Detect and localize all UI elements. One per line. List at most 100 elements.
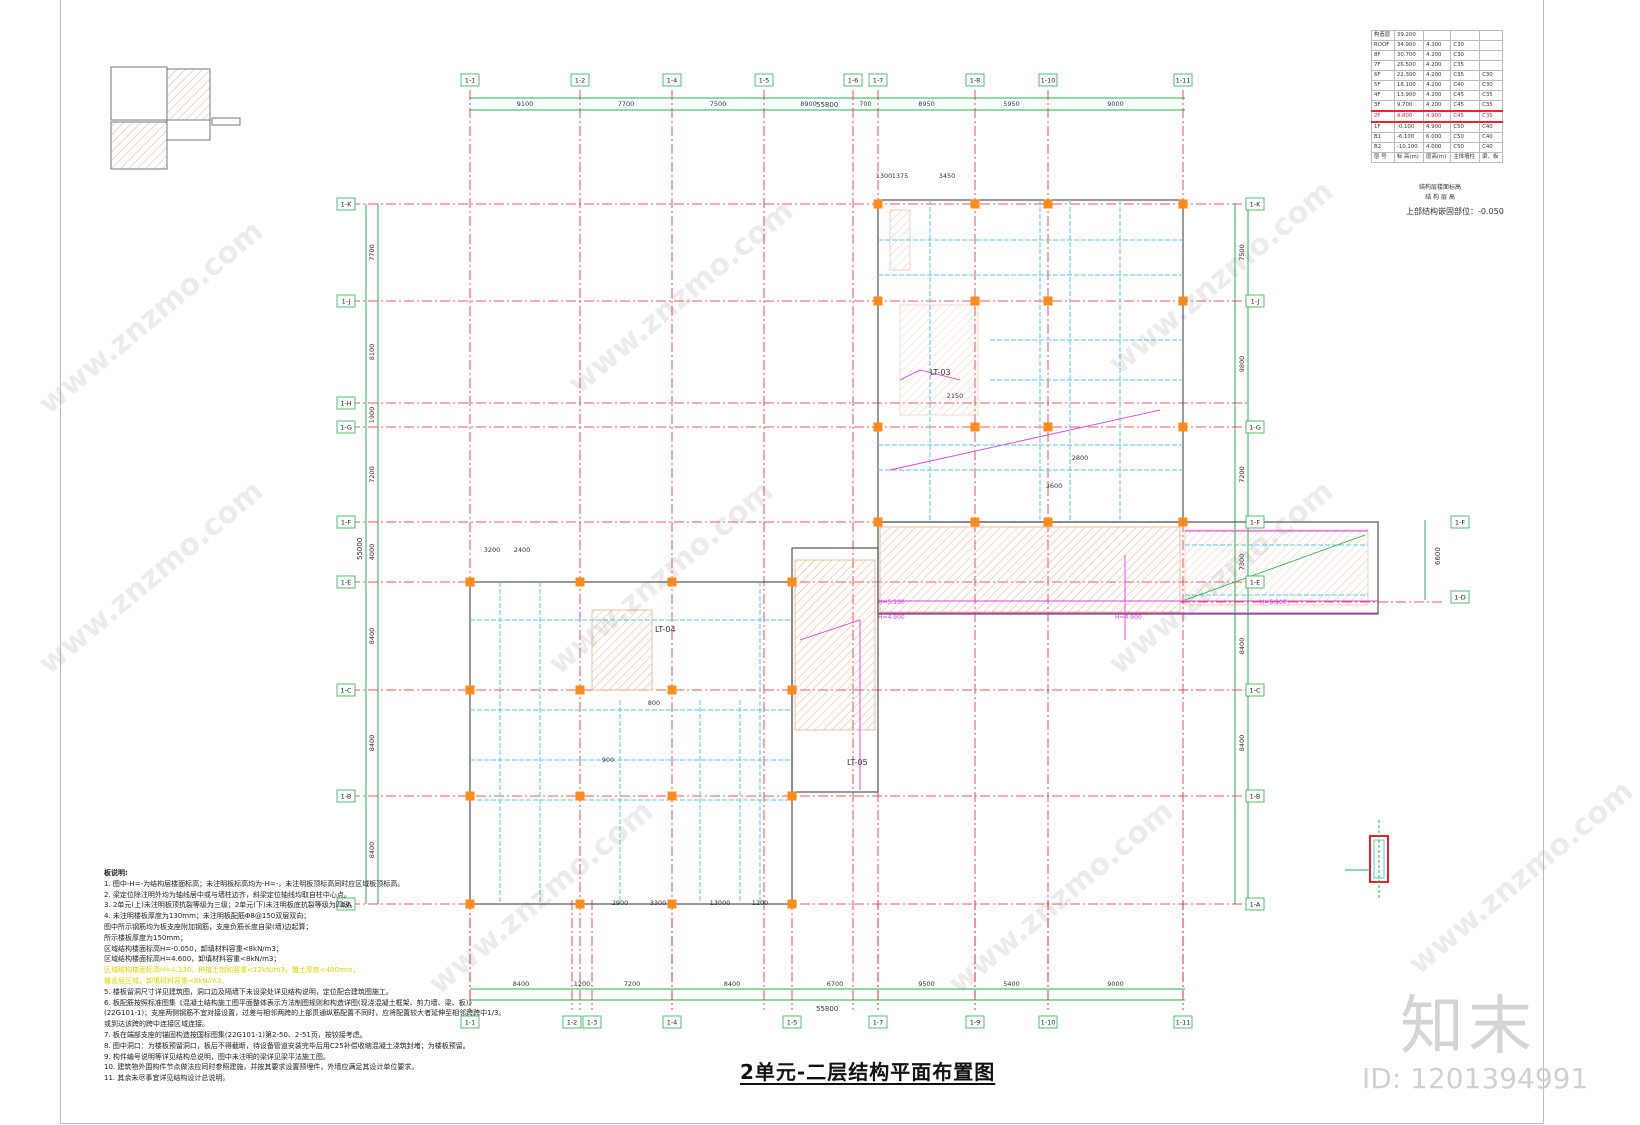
level-cell: -0.100 — [1393, 121, 1425, 133]
level-cell: 4.300 — [1423, 40, 1452, 51]
axis-bubble — [1245, 897, 1265, 911]
column — [667, 577, 677, 587]
elevation-label: H=4.900 — [878, 614, 905, 621]
axis-bubble — [1038, 73, 1058, 87]
notes-heading: 板说明: — [104, 869, 128, 877]
axis-bubble — [1245, 515, 1265, 529]
axis-label: 1-4 — [667, 1019, 678, 1027]
level-cell: 26.500 — [1393, 60, 1425, 71]
axis-label: 1-A — [1250, 901, 1261, 909]
axis-bubble — [1245, 683, 1265, 697]
level-cell: C35 — [1479, 100, 1503, 112]
axis-label: 1-C — [340, 687, 351, 695]
plan-title: 2单元-二层结构平面布置图 — [740, 1060, 996, 1084]
axis-label: 1-J — [1251, 298, 1260, 306]
column — [787, 577, 797, 587]
axis-bubble — [336, 396, 356, 410]
column — [465, 899, 475, 909]
axis-label: 1-G — [1249, 424, 1261, 432]
level-cell: B2 — [1371, 142, 1395, 153]
elevation-label: H=5.100 — [1260, 599, 1287, 606]
axis-bubble — [868, 1015, 888, 1029]
level-cell: 4.200 — [1423, 60, 1452, 71]
axis-label: 1-4 — [667, 77, 678, 85]
axis-label: 1-11 — [1176, 1019, 1191, 1027]
axis-label: 1-J — [342, 298, 351, 306]
dimension-text: 8400 — [368, 735, 376, 752]
level-cell: 4F — [1371, 90, 1395, 101]
axis-label: 1-1 — [465, 1019, 476, 1027]
column — [1043, 422, 1053, 432]
beams — [470, 200, 1368, 904]
note-line: 区域结构楼面标高H=-0.050，卸填材料容重<8kN/m3； — [104, 944, 283, 953]
dimension-text: 1900 — [368, 407, 376, 424]
sheet-border — [60, 0, 1544, 1124]
note-line: 或到达该跨的跨中连接区域连接。 — [104, 1020, 209, 1029]
dimension-text: 2400 — [514, 546, 531, 554]
level-cell — [1479, 60, 1503, 71]
slab-notes: 板说明: 1. 图中-H=-为结构层楼面标高；未注明板标高均为-H=-，未注明板… — [104, 868, 505, 1084]
axis-label: 1-7 — [873, 77, 884, 85]
level-cell: 39.200 — [1393, 30, 1425, 41]
dimension-text: 900 — [602, 756, 614, 764]
level-cell: 9.700 — [1393, 100, 1425, 112]
axis-label: 1-3 — [587, 1019, 598, 1027]
level-cell: C30 — [1479, 80, 1503, 91]
level-cell — [1450, 30, 1481, 41]
axis-label: 1-1 — [465, 77, 476, 85]
column — [1178, 296, 1188, 306]
key-plan — [110, 66, 241, 170]
dimension-text: 9000 — [1107, 100, 1124, 108]
axis-label: 1-10 — [1041, 1019, 1056, 1027]
note-line: 区域结构楼面标高H=4.330，种植土饱和容重<12kN/m3，覆土厚度<400… — [104, 966, 360, 975]
axis-label: 1-11 — [1176, 77, 1191, 85]
dimension-text: 6700 — [827, 980, 844, 988]
embed-note: 上部结构嵌固部位：-0.050 — [1406, 207, 1504, 216]
level-cell: C40 — [1479, 132, 1503, 143]
image-id: ID: 1201394991 — [1362, 1062, 1589, 1095]
axis-label: 1-A — [341, 901, 352, 909]
axis-label: 1-F — [1455, 519, 1465, 527]
dimension-text: 8400 — [368, 842, 376, 859]
column — [970, 517, 980, 527]
level-header-cell: 主体墙柱 — [1450, 152, 1481, 163]
axis-bubble — [336, 420, 356, 434]
level-cell: 4.200 — [1423, 100, 1452, 112]
axis-bubble — [1245, 789, 1265, 803]
axis-label: 1-5 — [787, 1019, 798, 1027]
note-line: 区域结构楼面标高H=4.600，卸填材料容重<8kN/m3； — [104, 955, 281, 964]
note-line: 10. 建筑物外围构件节点做法应同时参照建施，并按其要求设置预埋件，外墙应满足其… — [104, 1063, 419, 1072]
level-cell: 3F — [1371, 100, 1395, 112]
dimension-text: 1375 — [892, 172, 909, 180]
axis-label: 1-K — [1250, 201, 1261, 209]
axis-bubble — [843, 73, 863, 87]
dimension-text: 9100 — [517, 100, 534, 108]
axis-label: 1-D — [1454, 594, 1466, 602]
level-cell: 13.900 — [1393, 90, 1425, 101]
column — [1178, 422, 1188, 432]
axis-label: 1-10 — [1041, 77, 1056, 85]
level-cell: 34.900 — [1393, 40, 1425, 51]
note-line: 8. 图中洞口：为楼板预留洞口，板后不得截断，待设备管道安装完毕后用C25补偿收… — [104, 1041, 470, 1050]
axis-bubble — [336, 683, 356, 697]
level-cell: C40 — [1479, 142, 1503, 153]
note-line: 3. 2单元(上)未注明板顶抗裂等级为三级；2单元(下)未注明板底抗裂等级为四级… — [104, 901, 357, 910]
column — [970, 422, 980, 432]
dimension-text: 3450 — [939, 172, 956, 180]
level-header-cell: 标 高(m) — [1393, 152, 1425, 163]
axis-bubble — [1173, 73, 1193, 87]
overall-dim-top: 55800 — [816, 101, 838, 109]
column — [1178, 199, 1188, 209]
level-cell: C35 — [1450, 70, 1481, 81]
column — [465, 685, 475, 695]
level-cell: 4.900 — [1423, 110, 1452, 123]
axis-bubble — [570, 73, 590, 87]
level-cell: 30.700 — [1393, 50, 1425, 61]
note-line: 9. 构件编号说明等详见结构总说明，图中未注明的梁详见梁平法施工图。 — [104, 1052, 330, 1061]
